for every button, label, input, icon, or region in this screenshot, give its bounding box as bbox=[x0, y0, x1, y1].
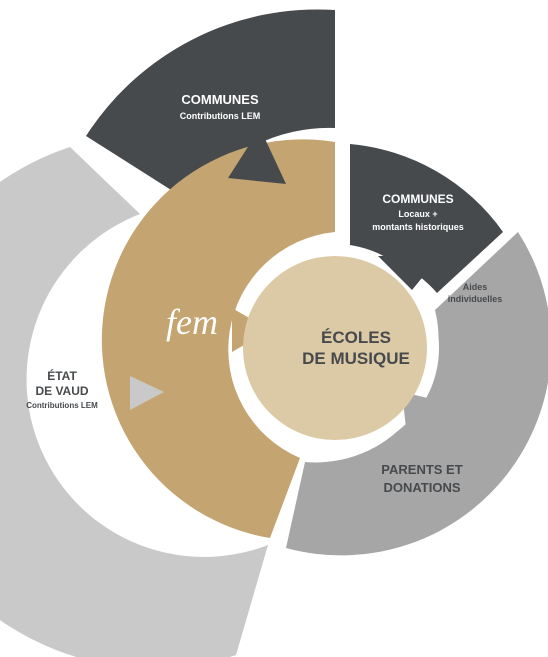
center-line1: ÉCOLES bbox=[321, 328, 391, 347]
fem-logo-text: fem bbox=[166, 302, 218, 342]
communes-locaux-segment bbox=[350, 144, 503, 293]
etat-line3: Contributions LEM bbox=[26, 401, 98, 410]
communes-lem-subtitle: Contributions LEM bbox=[180, 111, 261, 121]
communes-locaux-title: COMMUNES bbox=[382, 192, 453, 206]
communes-locaux-subtitle-1: Locaux + bbox=[398, 209, 437, 219]
arrow-communes-locaux bbox=[378, 256, 440, 290]
center-circle bbox=[243, 256, 427, 440]
fem-segment bbox=[101, 139, 336, 538]
arrow-etat bbox=[130, 376, 164, 410]
parents-line1: PARENTS ET bbox=[381, 462, 462, 477]
center-line2: DE MUSIQUE bbox=[302, 349, 410, 368]
arrow-parents bbox=[402, 392, 436, 428]
aides-line2: individuelles bbox=[448, 294, 503, 304]
communes-lem-title: COMMUNES bbox=[181, 92, 259, 107]
etat-line2: DE VAUD bbox=[35, 384, 88, 398]
arrow-communes-lem bbox=[228, 128, 286, 184]
parents-line2: DONATIONS bbox=[383, 480, 460, 495]
parents-donations-segment bbox=[286, 232, 548, 556]
aides-line1: Aides bbox=[463, 282, 488, 292]
etat-line1: ÉTAT bbox=[47, 368, 77, 383]
etat-de-vaud-segment bbox=[0, 147, 268, 657]
communes-locaux-subtitle-2: montants historiques bbox=[372, 222, 464, 232]
communes-lem-segment bbox=[86, 9, 335, 203]
